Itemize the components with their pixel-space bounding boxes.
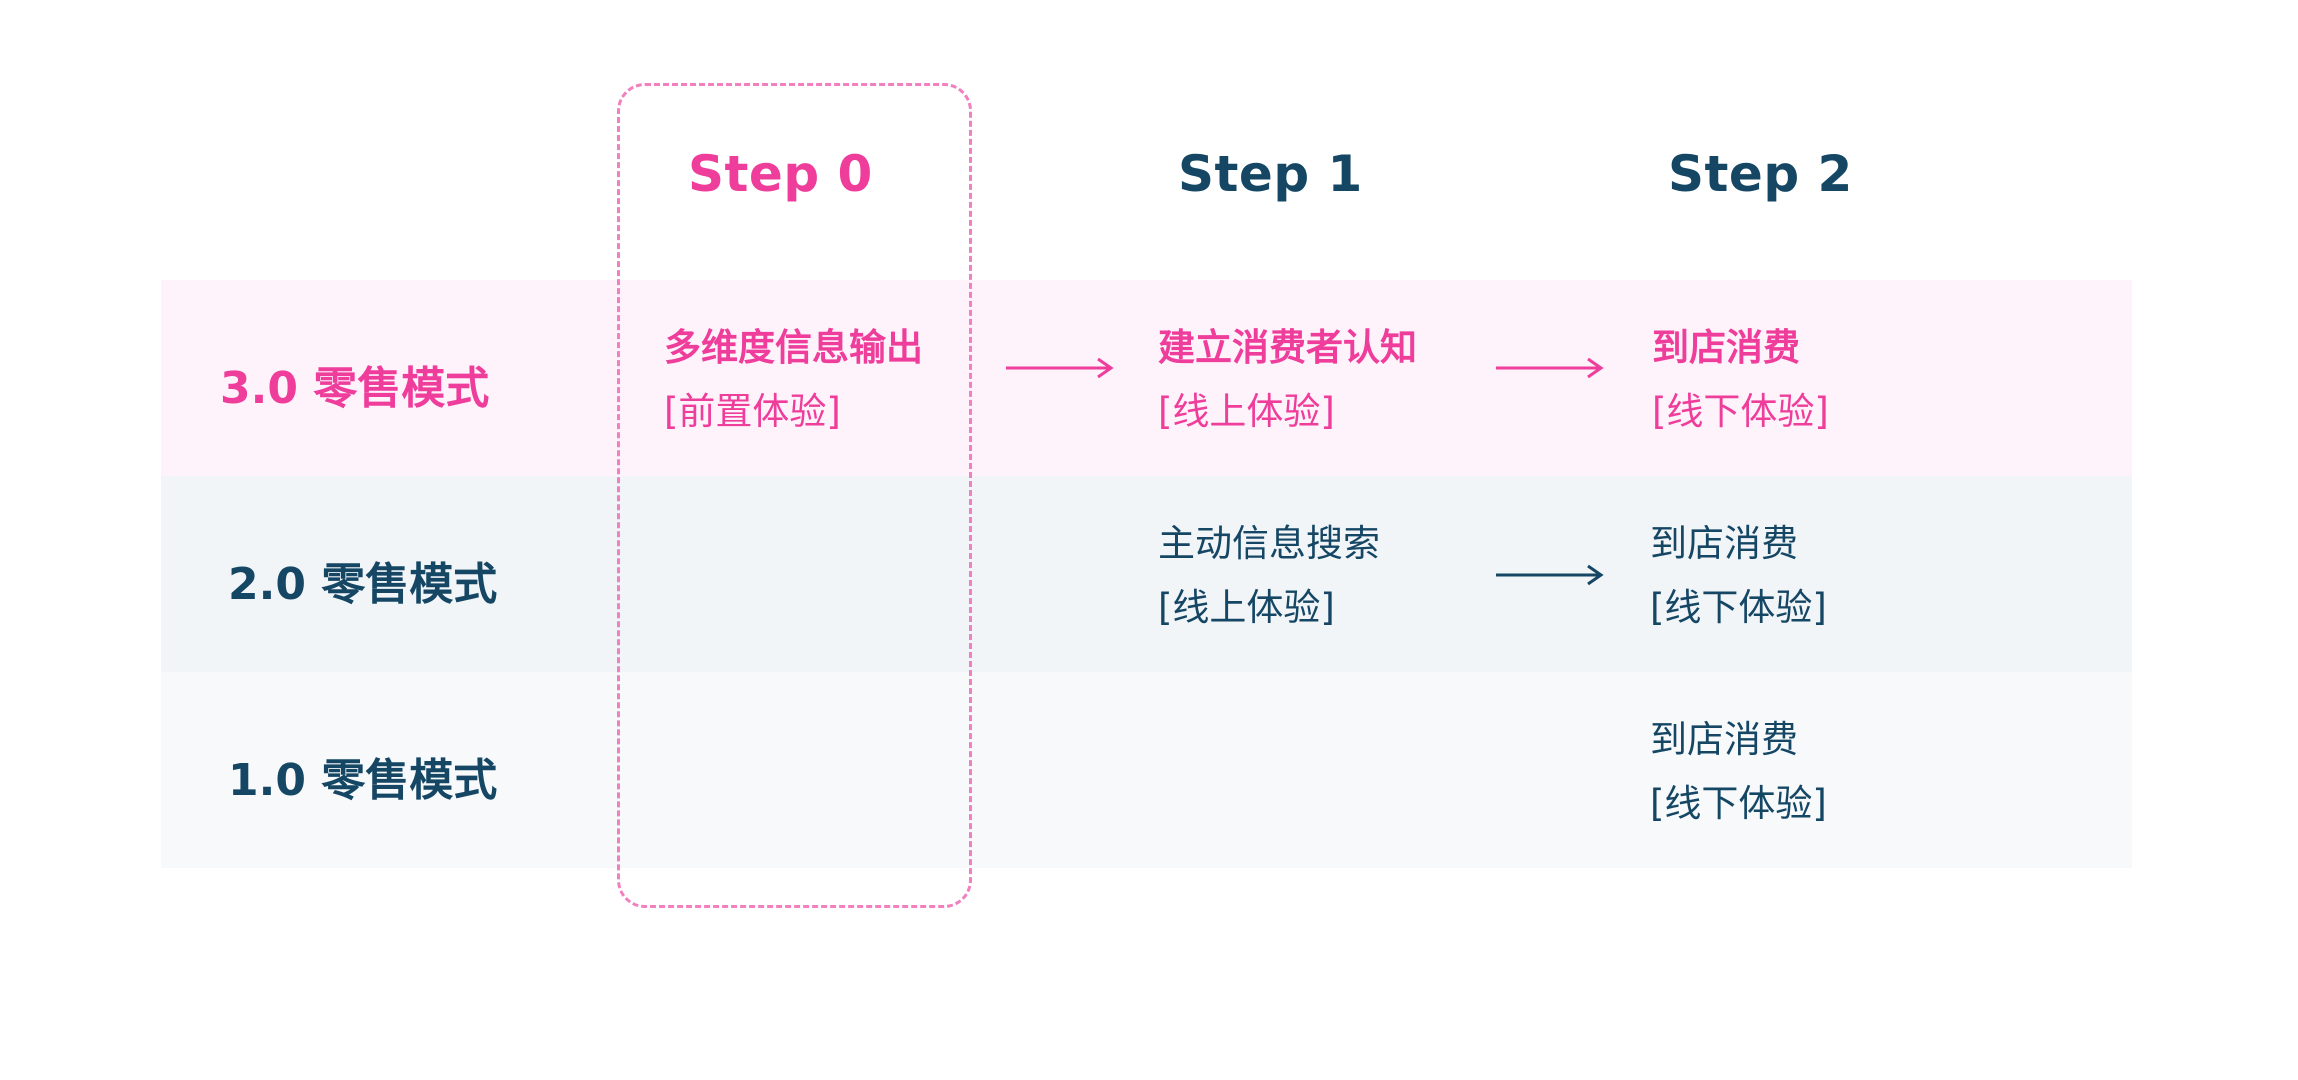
arrow-right-icon	[1496, 564, 1604, 586]
row-label-1: 1.0 零售模式	[228, 755, 498, 806]
row-label-3: 3.0 零售模式	[220, 363, 490, 414]
arrow-right-icon	[1006, 357, 1114, 379]
step-2-header: Step 2	[1668, 145, 1853, 203]
cell-title: 主动信息搜索	[1158, 522, 1380, 565]
row-band-3	[161, 280, 2132, 476]
step-1-header: Step 1	[1178, 145, 1363, 203]
cell-title: 建立消费者认知	[1158, 326, 1417, 369]
cell-subtitle: [线上体验]	[1158, 390, 1335, 433]
cell-3-step1: 建立消费者认知 [线上体验]	[1158, 316, 1417, 444]
row-band-1	[161, 672, 2132, 868]
cell-subtitle: [线下体验]	[1650, 586, 1827, 629]
cell-subtitle: [线下体验]	[1652, 390, 1829, 433]
cell-3-step0: 多维度信息输出 [前置体验]	[664, 316, 923, 444]
cell-title: 到店消费	[1652, 326, 1800, 369]
row-band-2	[161, 476, 2132, 672]
cell-2-step1: 主动信息搜索 [线上体验]	[1158, 512, 1380, 640]
cell-subtitle: [线上体验]	[1158, 586, 1335, 629]
cell-subtitle: [前置体验]	[664, 390, 841, 433]
cell-2-step2: 到店消费 [线下体验]	[1650, 512, 1827, 640]
step-0-header: Step 0	[688, 145, 873, 203]
cell-title: 到店消费	[1650, 718, 1798, 761]
step0-highlight-frame	[617, 83, 972, 908]
arrow-right-icon	[1496, 357, 1604, 379]
cell-1-step2: 到店消费 [线下体验]	[1650, 708, 1827, 836]
cell-3-step2: 到店消费 [线下体验]	[1652, 316, 1829, 444]
row-label-2: 2.0 零售模式	[228, 559, 498, 610]
cell-subtitle: [线下体验]	[1650, 782, 1827, 825]
cell-title: 到店消费	[1650, 522, 1798, 565]
cell-title: 多维度信息输出	[664, 326, 923, 369]
